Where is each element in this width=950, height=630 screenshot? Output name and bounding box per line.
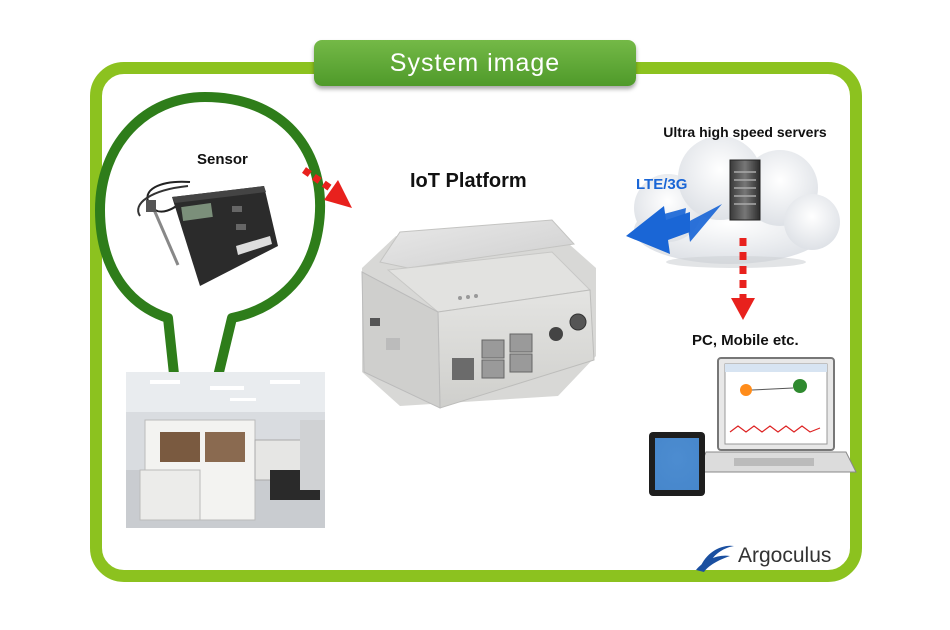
laptop-image — [697, 357, 857, 473]
iot-platform-label: IoT Platform — [410, 170, 527, 192]
network-label: LTE/3G — [636, 176, 688, 193]
lte-bidirectional-arrow-icon — [626, 204, 722, 254]
sensor-device-image — [137, 180, 278, 286]
arrow-sensor-to-platform — [302, 167, 352, 208]
logo-text: Argoculus — [738, 544, 832, 567]
iot-platform-device-image — [361, 219, 596, 409]
argoculus-swoosh-icon — [696, 545, 734, 572]
cleanroom-photo — [126, 372, 325, 528]
servers-label: Ultra high speed servers — [663, 124, 827, 140]
tablet-image — [649, 432, 705, 496]
diagram-title-banner: System image — [314, 40, 636, 86]
server-tower-icon — [729, 159, 761, 221]
sensor-label: Sensor — [197, 151, 248, 168]
clients-label: PC, Mobile etc. — [692, 332, 799, 349]
diagram-title: System image — [389, 48, 561, 77]
arrow-server-to-clients — [731, 238, 755, 320]
argoculus-logo: Argoculus — [696, 542, 831, 570]
